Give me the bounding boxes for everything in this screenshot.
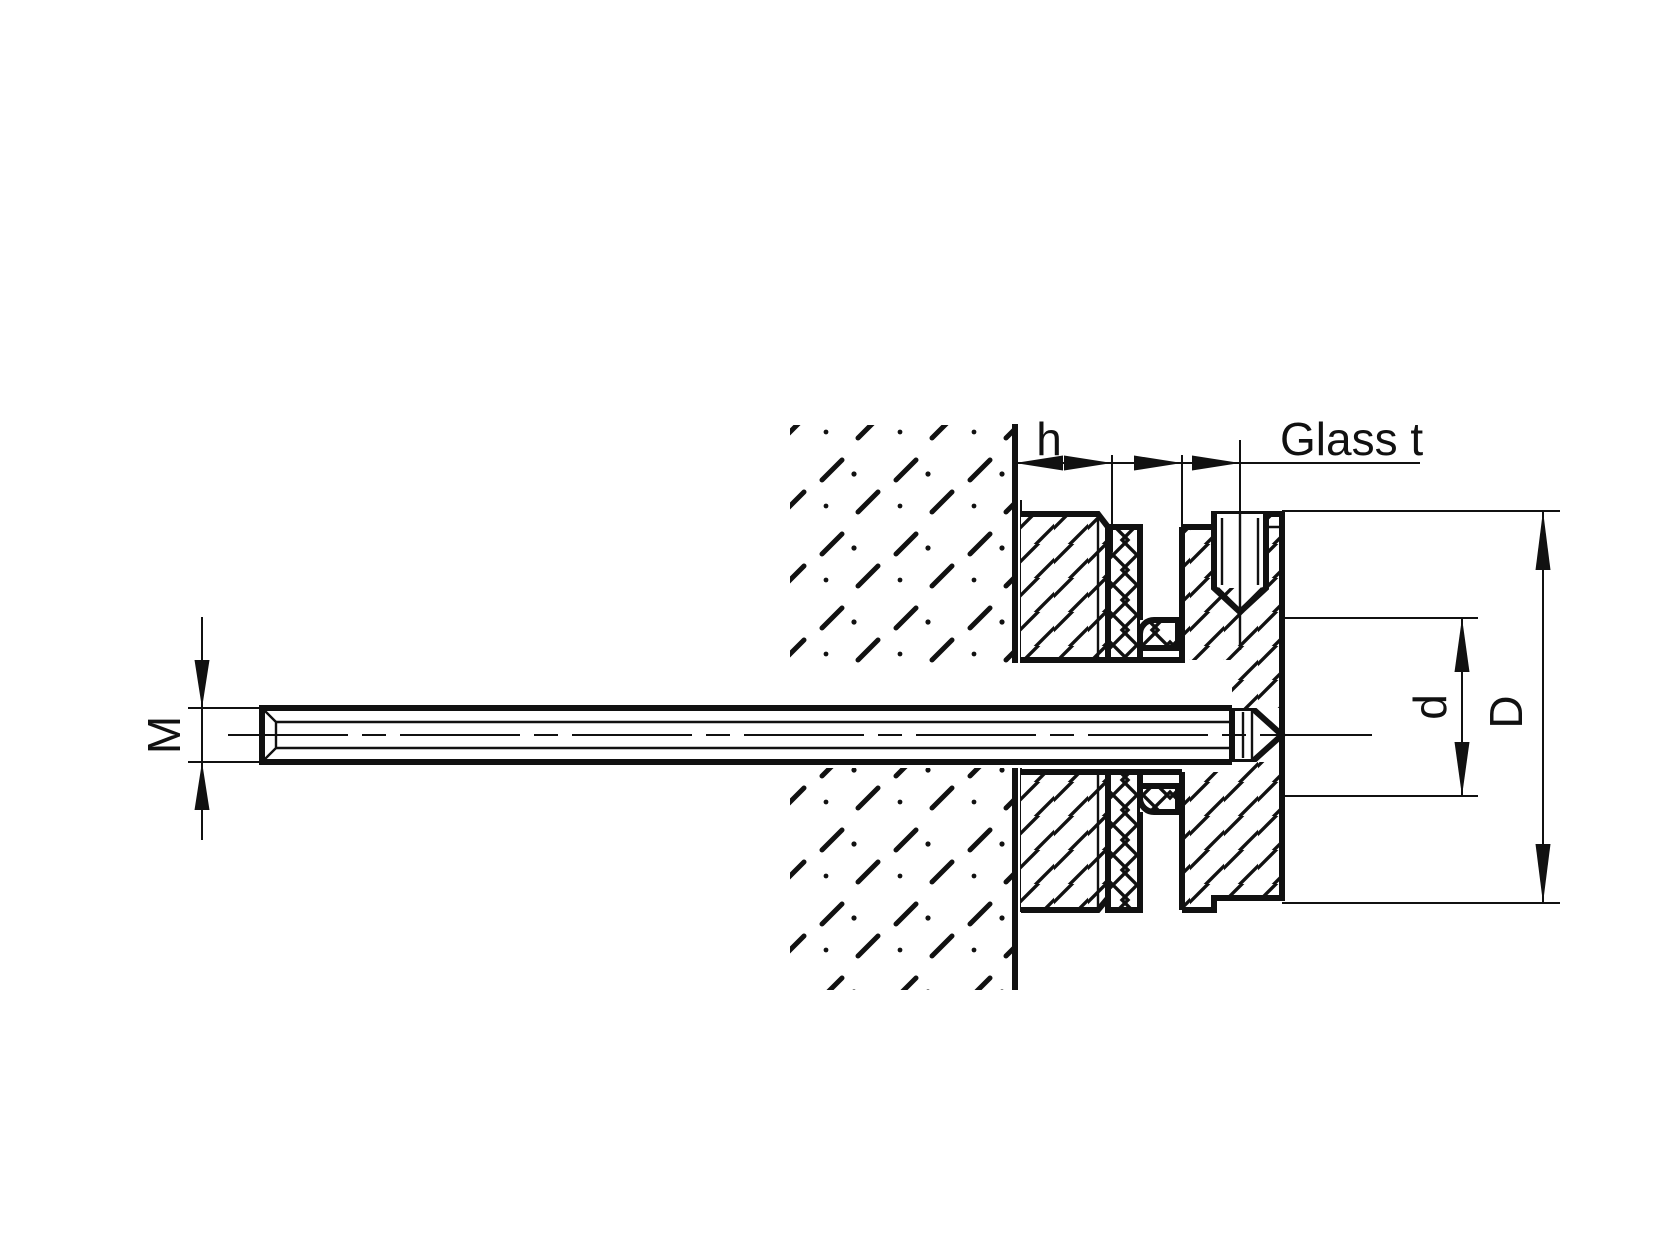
- grub-set-screw: [1211, 514, 1269, 650]
- dimension-d: d: [1282, 617, 1478, 797]
- dimension-label-glass-t: Glass t: [1280, 413, 1423, 465]
- masonry-wall: [790, 424, 1022, 990]
- dimension-m: M: [138, 617, 292, 840]
- inner-gasket-head: [1137, 617, 1181, 815]
- dimension-label-d: d: [1404, 694, 1456, 720]
- dimension-label-h: h: [1036, 413, 1062, 465]
- dimension-label-big-d: D: [1480, 695, 1532, 728]
- gasket-ring: [1105, 524, 1143, 913]
- dimension-big-d: D: [1282, 510, 1560, 904]
- dimension-h: h: [1014, 413, 1113, 552]
- dimension-glass-t: Glass t: [1112, 413, 1423, 530]
- wall-base-plate: [1021, 511, 1111, 913]
- dimension-label-m: M: [138, 716, 190, 754]
